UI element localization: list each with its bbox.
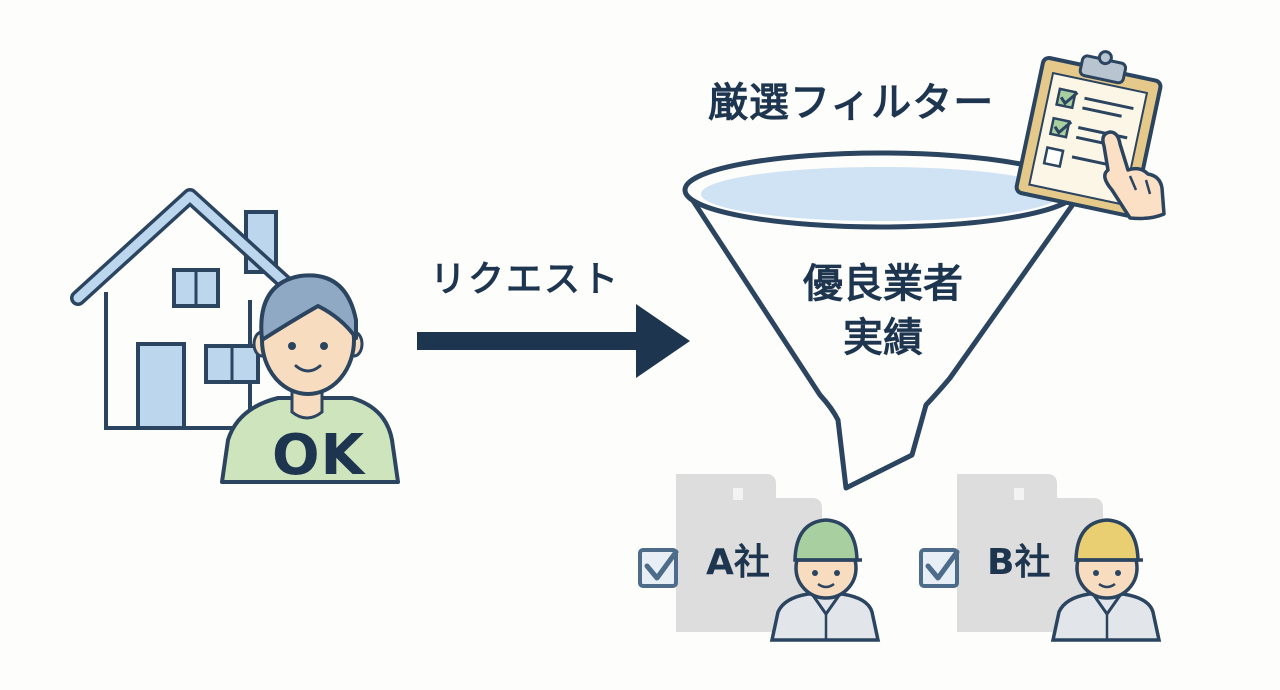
funnel-text-line-2: 実績	[843, 315, 923, 361]
customer-avatar	[220, 273, 400, 484]
filter-title: 厳選フィルター	[708, 80, 995, 126]
company-b-card	[919, 474, 1162, 642]
company-b-label: B社	[987, 542, 1051, 583]
funnel-text-line-1: 優良業者	[803, 261, 963, 307]
company-a-card	[638, 474, 881, 642]
customer-ok-badge: OK	[272, 423, 365, 488]
worker-avatar	[769, 518, 881, 642]
arrow-icon	[417, 304, 690, 378]
checkbox-icon	[638, 548, 679, 588]
house-icon	[70, 188, 310, 430]
document-icon	[676, 474, 822, 632]
document-icon	[957, 474, 1103, 632]
request-label: リクエスト	[430, 259, 621, 300]
funnel-icon	[682, 150, 1080, 491]
checkbox-icon	[919, 548, 960, 588]
worker-avatar	[1050, 518, 1162, 642]
company-a-label: A社	[706, 542, 770, 583]
pointing-hand-icon	[1101, 130, 1166, 221]
